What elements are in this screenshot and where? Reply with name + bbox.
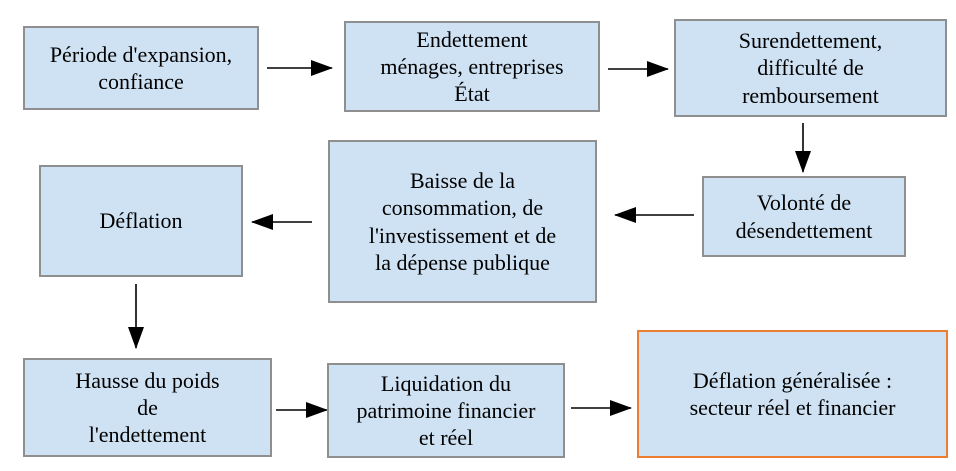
node-deflation-label: Déflation	[99, 208, 183, 234]
node-deflation-generalisee-label: Déflation généralisée : secteur réel et …	[689, 367, 896, 420]
node-periode-expansion: Période d'expansion, confiance	[23, 26, 259, 110]
node-baisse-consommation-label: Baisse de la consommation, de l'investis…	[368, 167, 557, 275]
node-liquidation-patrimoine: Liquidation du patrimoine financier et r…	[327, 363, 565, 458]
node-volonte-desendettement-label: Volonté de désendettement	[735, 190, 873, 243]
node-hausse-poids-endettement: Hausse du poids de l'endettement	[23, 358, 272, 457]
node-baisse-consommation: Baisse de la consommation, de l'investis…	[328, 140, 597, 303]
node-volonte-desendettement: Volonté de désendettement	[702, 176, 906, 257]
node-surendettement: Surendettement, difficulté de remboursem…	[674, 19, 947, 117]
node-hausse-poids-endettement-label: Hausse du poids de l'endettement	[75, 367, 220, 448]
node-periode-expansion-label: Période d'expansion, confiance	[49, 41, 233, 94]
node-surendettement-label: Surendettement, difficulté de remboursem…	[738, 28, 883, 108]
node-endettement: Endettement ménages, entreprises État	[344, 21, 600, 112]
node-liquidation-patrimoine-label: Liquidation du patrimoine financier et r…	[356, 370, 536, 451]
node-deflation-generalisee: Déflation généralisée : secteur réel et …	[637, 330, 948, 458]
node-endettement-label: Endettement ménages, entreprises État	[380, 26, 564, 107]
node-deflation: Déflation	[39, 165, 243, 277]
